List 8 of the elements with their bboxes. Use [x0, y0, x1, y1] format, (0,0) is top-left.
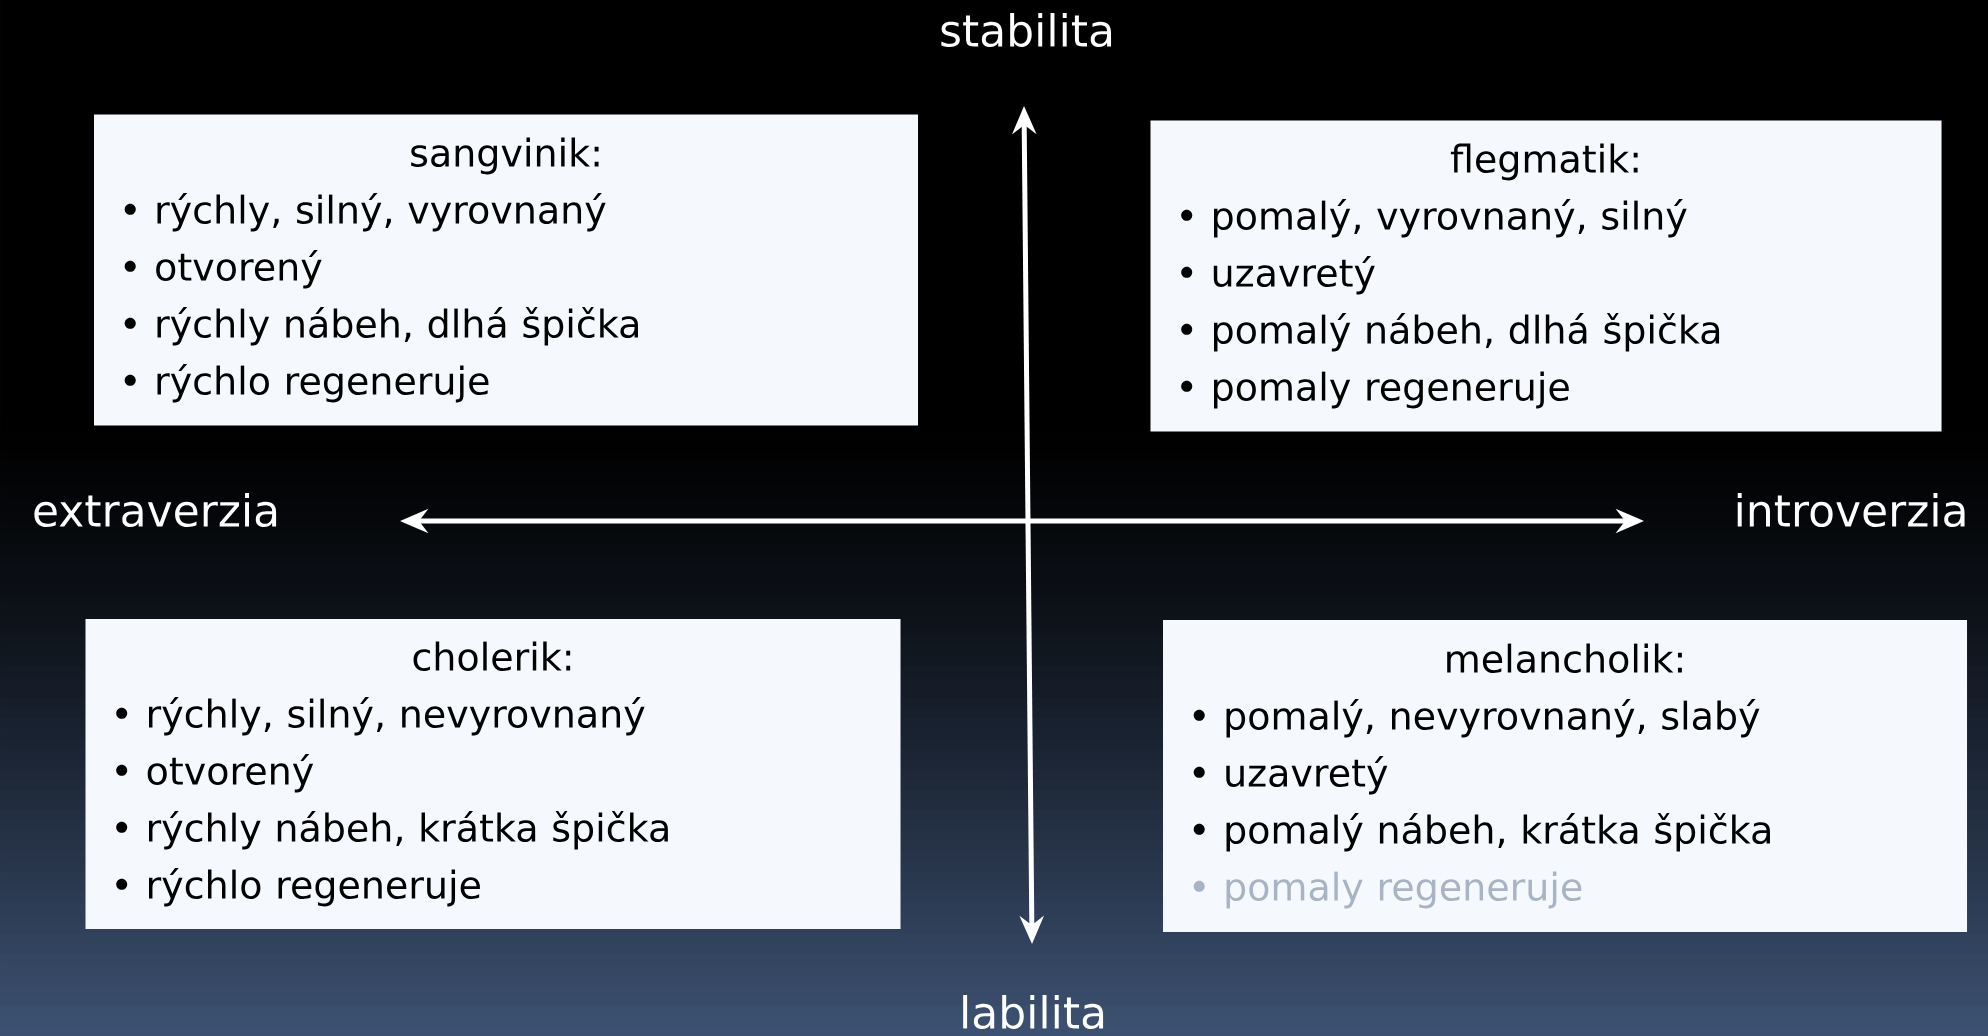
axis-label: stabilita [941, 12, 1112, 48]
axis-label: introverzia [1737, 493, 1965, 528]
text-box: melancholik: • pomalý, nevyrovnaný, slabý • uzavretý • pomalý nábeh, krátka špička • pomaly regeneruje [1163, 620, 1968, 932]
axis-label: extraverzia [34, 493, 277, 528]
text-box: cholerik: • rýchly, silný, nevyrovnaný • otvorený • rýchly nábeh, krátka špička • rýchlo regeneruje [85, 619, 901, 929]
axis-label: labilita [963, 995, 1104, 1030]
text-box: sangvinik: • rýchly, silný, vyrovnaný • otvorený • rýchly nábeh, dlhá špička • rýchlo regeneruje [94, 114, 919, 426]
text-box: flegmatik: • pomalý, vyrovnaný, silný • uzavretý • pomalý nábeh, dlhá špička • pomaly regeneruje [1150, 120, 1942, 432]
